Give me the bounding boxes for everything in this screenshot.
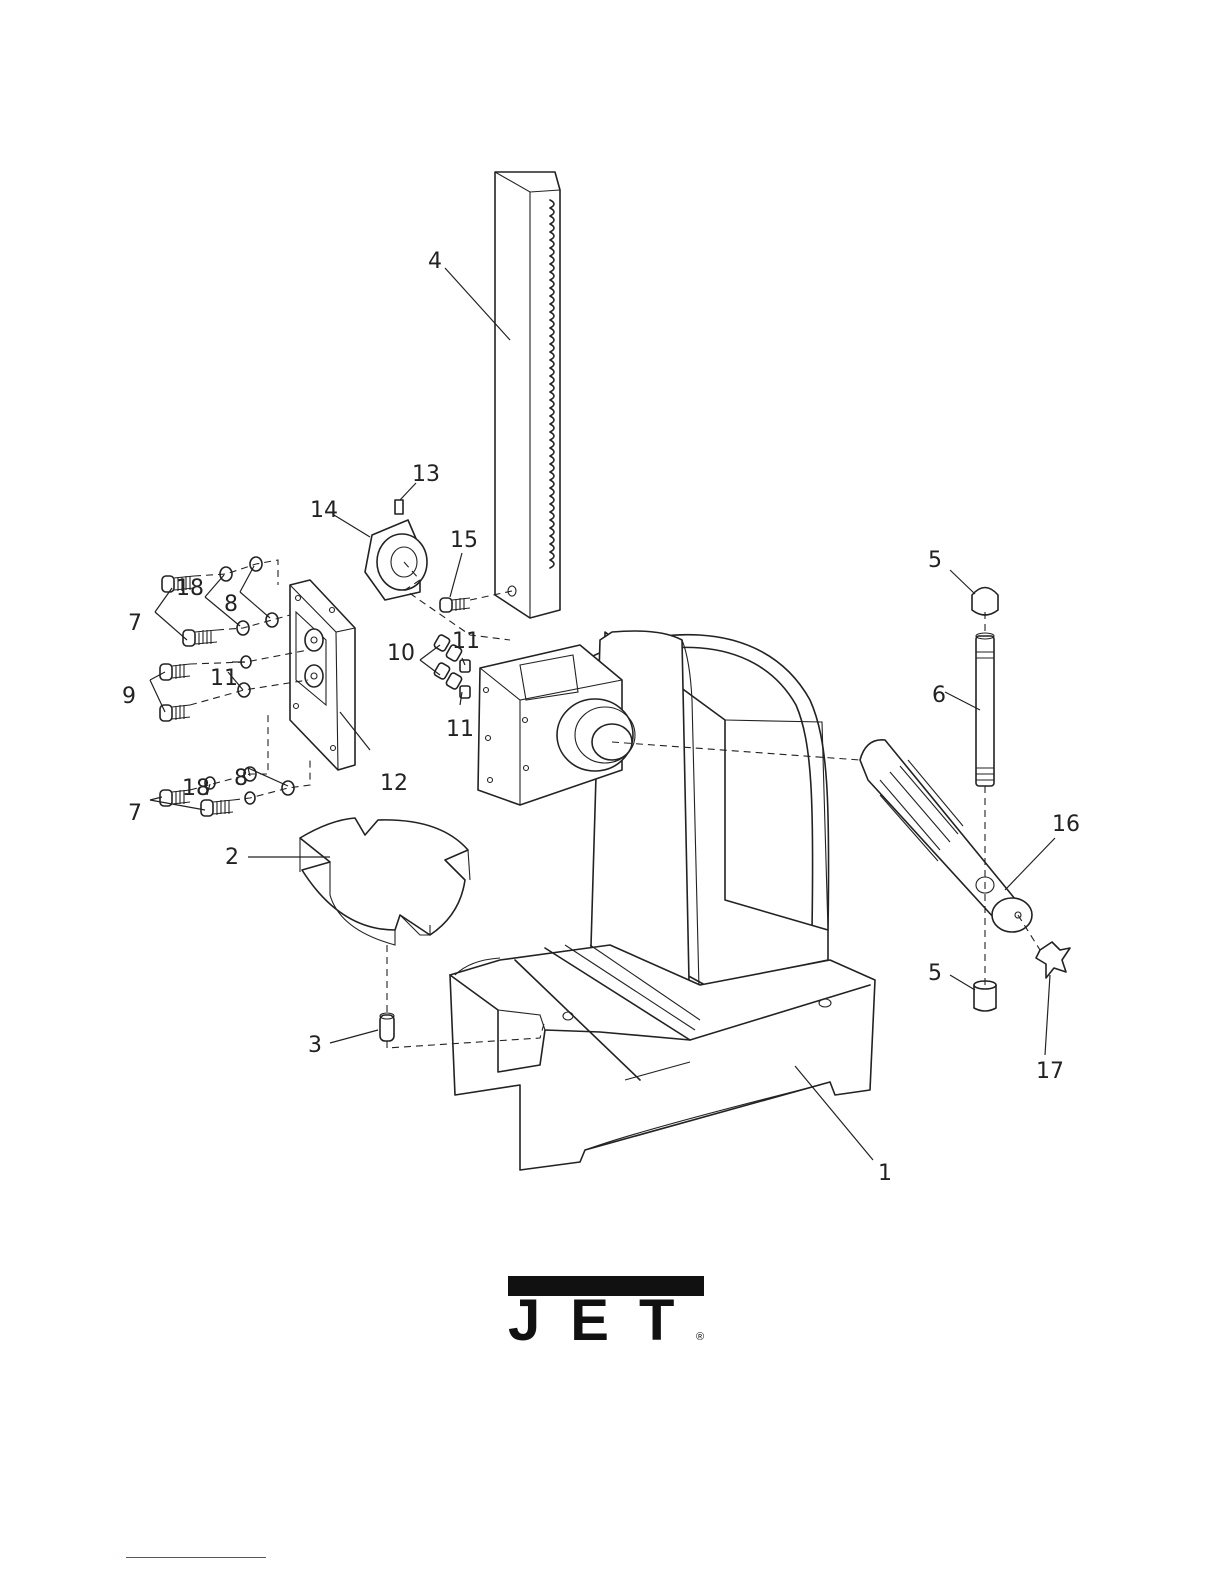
callout-16: 16 — [1052, 812, 1080, 837]
gib-plate — [290, 580, 355, 770]
logo-registered-mark: ® — [696, 1331, 704, 1343]
callout-9: 9 — [122, 684, 136, 709]
callout-17: 17 — [1036, 1059, 1064, 1084]
callout-4: 4 — [428, 249, 442, 274]
callout-11-left: 11 — [210, 666, 238, 691]
callout-5-bottom: 5 — [928, 961, 942, 986]
callout-14: 14 — [310, 498, 338, 523]
table-plate — [300, 818, 470, 945]
callout-5-top: 5 — [928, 548, 942, 573]
brand-logo: JET ® — [508, 1276, 704, 1353]
callout-7-top: 7 — [128, 611, 142, 636]
callout-7-bottom: 7 — [128, 801, 142, 826]
callout-11-upper: 11 — [452, 629, 480, 654]
callout-13: 13 — [412, 462, 440, 487]
callout-10: 10 — [387, 641, 415, 666]
callout-12: 12 — [380, 771, 408, 796]
callout-2: 2 — [225, 845, 239, 870]
callout-8-bottom: 8 — [234, 766, 248, 791]
callout-6: 6 — [932, 683, 946, 708]
callout-15: 15 — [450, 528, 478, 553]
callout-8-top: 8 — [224, 592, 238, 617]
callout-18-bottom: 18 — [182, 776, 210, 801]
logo-wordmark: JET — [508, 1288, 704, 1353]
collar — [365, 500, 427, 600]
callout-1: 1 — [878, 1161, 892, 1186]
rack-bar — [495, 172, 560, 618]
callout-3: 3 — [308, 1033, 322, 1058]
callout-11-lower: 11 — [446, 717, 474, 742]
footer-rule — [126, 1557, 266, 1558]
locating-pin — [380, 1013, 394, 1041]
callout-18-top: 18 — [176, 576, 204, 601]
